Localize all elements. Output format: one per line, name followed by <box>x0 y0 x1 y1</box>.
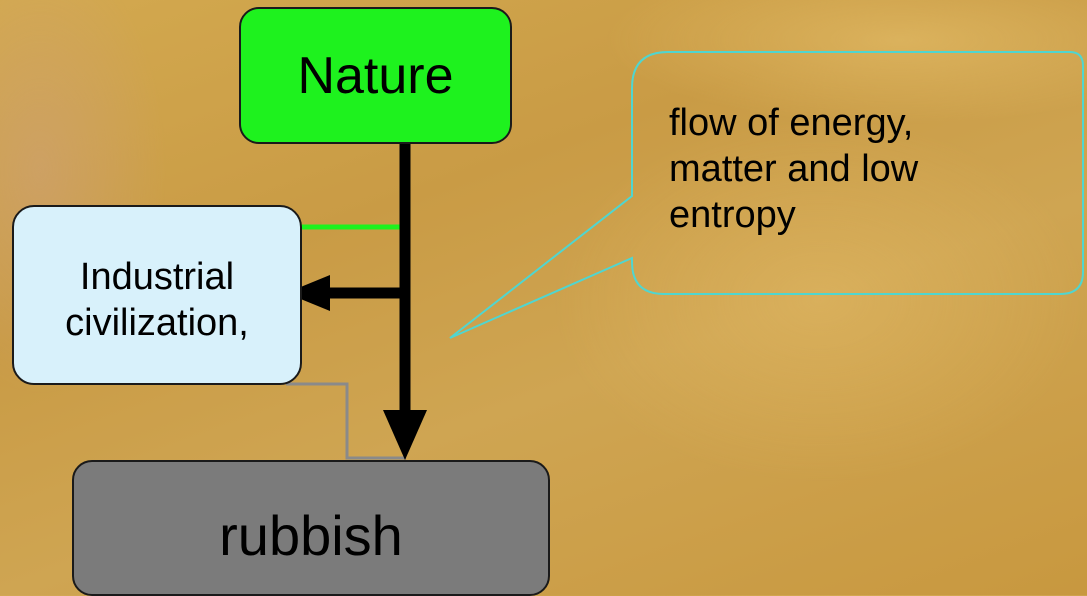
callout-line2: matter and low <box>669 148 919 190</box>
node-nature: Nature <box>239 7 512 144</box>
callout-bubble <box>449 51 1084 339</box>
node-rubbish: rubbish <box>72 460 550 596</box>
callout-line1: flow of energy, <box>669 102 914 144</box>
callout-text: flow of energy, matter and low entropy <box>669 100 1069 238</box>
main-flow-arrowhead <box>383 410 427 460</box>
node-industry-label-line2: civilization, <box>65 302 249 344</box>
node-industry-label-line1: Industrial <box>79 256 235 298</box>
branch-arrowhead <box>286 275 330 311</box>
node-rubbish-label: rubbish <box>219 503 403 567</box>
node-nature-label: Nature <box>297 46 454 105</box>
callout-line3: entropy <box>669 194 796 236</box>
node-industrial-civilization: Industrial civilization, <box>12 205 302 385</box>
grey-connector <box>286 382 406 460</box>
